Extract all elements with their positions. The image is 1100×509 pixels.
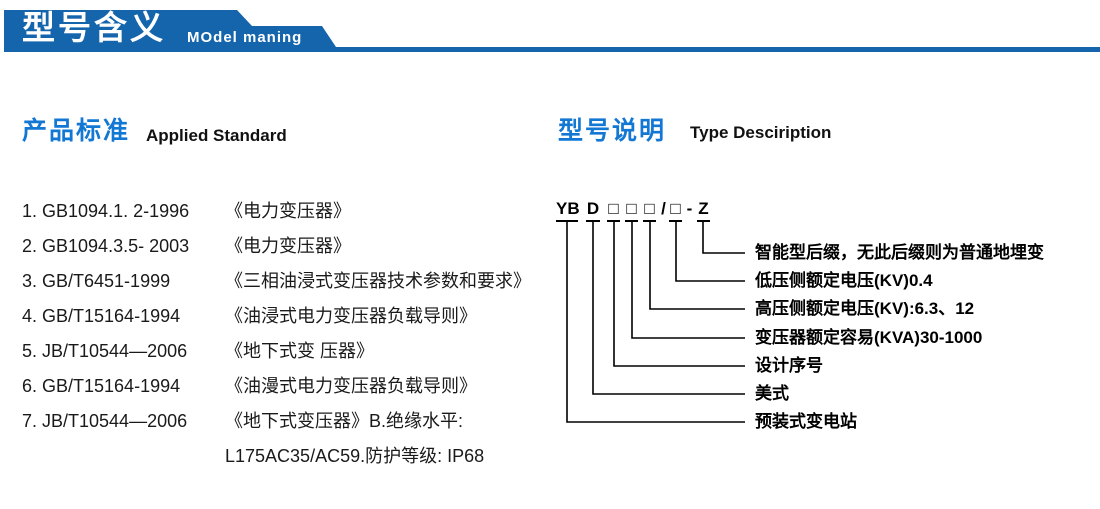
model-code-segment-box2: □	[625, 200, 638, 222]
standard-item: 2. GB1094.3.5- 2003 《电力变压器》	[22, 229, 542, 264]
standard-title: 《三相油浸式变压器技术参数和要求》	[225, 271, 531, 291]
diagram-connector-lines	[566, 222, 745, 423]
applied-standard-heading-zh: 产品标准	[22, 117, 131, 145]
applied-standard-heading-en: Applied Standard	[146, 126, 287, 145]
diagram-label-lv-rated-voltage: 低压侧额定电压(KV)0.4	[755, 271, 933, 290]
standard-code: 4. GB/T15164-1994	[22, 306, 181, 326]
model-code-diagram: YB D □ □ □ / □ - Z 智能型后缀，无此后缀则为普通地埋变 低压侧…	[550, 190, 1100, 460]
standards-list: 1. GB1094.1. 2-1996 《电力变压器》 2. GB1094.3.…	[22, 194, 542, 474]
type-description-heading-en: Type Desciription	[690, 123, 832, 142]
diagram-label-american-style: 美式	[755, 384, 789, 403]
standard-item: 5. JB/T10544—2006 《地下式变 压器》	[22, 334, 542, 369]
diagram-label-smart-suffix: 智能型后缀，无此后缀则为普通地埋变	[755, 243, 1044, 262]
model-code-segment-dash: -	[686, 199, 693, 218]
model-code-segment-box1: □	[607, 200, 620, 222]
standard-title: 《地下式变 压器》	[225, 341, 375, 361]
model-code-segment-yb: YB	[556, 200, 580, 222]
standard-title: L175AC35/AC59.防护等级: IP68	[225, 446, 485, 466]
standard-code: 1. GB1094.1. 2-1996	[22, 201, 190, 221]
standard-code: 6. GB/T15164-1994	[22, 376, 181, 396]
standard-title: 《电力变压器》	[225, 236, 351, 256]
standard-code: 7. JB/T10544—2006	[22, 411, 188, 431]
standard-item: 1. GB1094.1. 2-1996 《电力变压器》	[22, 194, 542, 229]
model-code-segment-d: D	[586, 200, 600, 222]
standard-code: 3. GB/T6451-1999	[22, 271, 171, 291]
standard-item: 6. GB/T15164-1994 《油漫式电力变压器负载导则》	[22, 369, 542, 404]
standard-title: 《油浸式电力变压器负载导则》	[225, 306, 477, 326]
type-description-heading-zh: 型号说明	[558, 117, 667, 145]
standard-title: 《地下式变压器》B.绝缘水平:	[225, 411, 464, 431]
standard-code	[22, 439, 225, 474]
diagram-label-design-serial: 设计序号	[755, 356, 823, 375]
standard-item: 4. GB/T15164-1994 《油浸式电力变压器负载导则》	[22, 299, 542, 334]
standard-item: 7. JB/T10544—2006 《地下式变压器》B.绝缘水平:	[22, 404, 542, 439]
model-code: YB D □ □ □ / □ - Z	[550, 200, 750, 226]
diagram-label-prefab-substation: 预装式变电站	[755, 412, 857, 431]
model-code-segment-slash: /	[661, 199, 666, 218]
page-title: 型号含义	[22, 9, 166, 46]
standard-code: 5. JB/T10544—2006	[22, 341, 188, 361]
diagram-label-hv-rated-voltage: 高压侧额定电压(KV):6.3、12	[755, 299, 975, 318]
diagram-label-rated-capacity: 变压器额定容易(KVA)30-1000	[755, 328, 983, 347]
standard-code: 2. GB1094.3.5- 2003	[22, 236, 190, 256]
model-code-segment-box4: □	[669, 200, 682, 222]
model-code-segment-z: Z	[697, 200, 710, 222]
standard-title: 《油漫式电力变压器负载导则》	[225, 376, 477, 396]
standard-item-continuation: L175AC35/AC59.防护等级: IP68	[22, 439, 542, 474]
model-code-segment-box3: □	[643, 200, 656, 222]
standard-title: 《电力变压器》	[225, 201, 351, 221]
page-subtitle: MOdel maning	[187, 29, 303, 46]
standard-item: 3. GB/T6451-1999 《三相油浸式变压器技术参数和要求》	[22, 264, 542, 299]
